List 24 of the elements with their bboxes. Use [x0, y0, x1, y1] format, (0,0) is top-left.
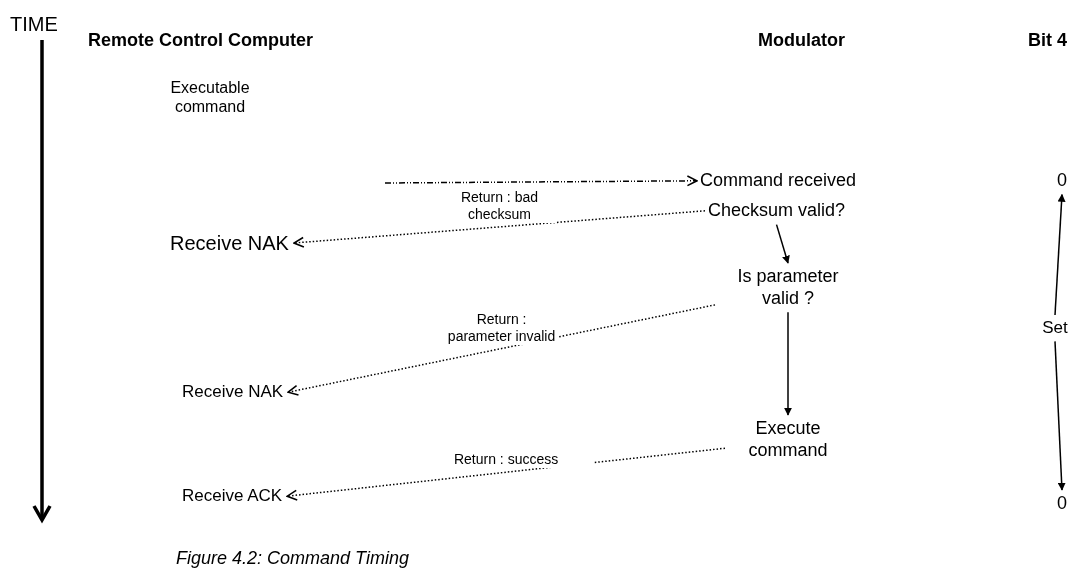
bit-value: 0: [1057, 170, 1067, 192]
arrow: [1054, 193, 1066, 316]
arrow: [775, 223, 790, 264]
step-text: Receive NAK: [182, 382, 284, 403]
figure-caption: Figure 4.2: Command Timing: [176, 548, 409, 570]
arrow: [293, 210, 706, 248]
step-text: Executable command: [150, 78, 270, 117]
step-text: Receive NAK: [170, 231, 289, 255]
arrow: [287, 304, 716, 396]
column-heading: Modulator: [758, 30, 845, 52]
bit-value: 0: [1057, 493, 1067, 515]
column-heading: Remote Control Computer: [88, 30, 313, 52]
axis-label: TIME: [10, 12, 58, 36]
arrow: [286, 447, 726, 501]
state-label: Set: [1042, 318, 1068, 339]
step-text: Execute command: [728, 418, 848, 462]
step-text: Command received: [700, 170, 857, 192]
arrow: [1054, 340, 1066, 491]
arrow: [384, 175, 698, 187]
step-text: Is parameter valid ?: [718, 266, 858, 310]
arrow: [784, 311, 792, 416]
step-text: Receive ACK: [182, 486, 283, 507]
step-text: Checksum valid?: [708, 200, 846, 222]
column-heading: Bit 4: [1028, 30, 1067, 52]
